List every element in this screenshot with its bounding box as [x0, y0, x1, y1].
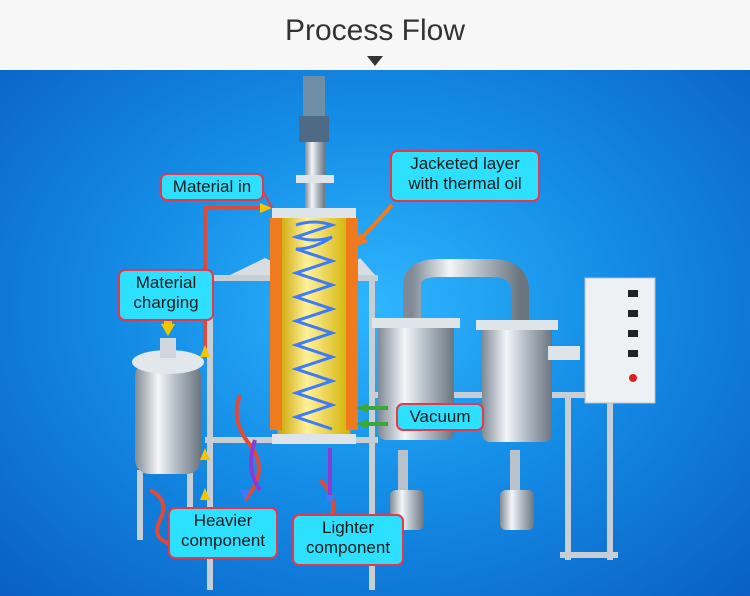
- heavier-component-line1: Heavier: [193, 511, 253, 530]
- feed-tank: [132, 338, 204, 474]
- vacuum-arrows: [356, 403, 388, 429]
- page-title: Process Flow: [284, 14, 466, 47]
- arrow-left-icon: [356, 403, 368, 413]
- heating-coil: [291, 220, 337, 431]
- down-arrow-icon: [367, 56, 383, 66]
- callout-heavier-component: Heavier component: [168, 507, 278, 559]
- condenser-right: [476, 320, 558, 442]
- callout-vacuum: Vacuum: [396, 403, 484, 431]
- callout-material-in: Material in: [160, 173, 264, 201]
- arrow-down-icon: [325, 495, 335, 505]
- control-cabinet: [584, 277, 656, 404]
- arrow-up-icon: [200, 345, 210, 357]
- receiver-right: [500, 450, 534, 530]
- jacket-left: [270, 218, 282, 430]
- material-charging-line1: Material: [135, 273, 197, 292]
- callout-material-charging: Material charging: [118, 269, 214, 321]
- lighter-component-line1: Lighter: [322, 518, 374, 537]
- arrow-up-icon: [200, 448, 210, 460]
- condenser-outlet: [548, 346, 580, 360]
- material-in-label: Material in: [172, 177, 252, 196]
- callout-jacketed-layer: Jacketed layer with thermal oil: [390, 150, 540, 202]
- arrow-left-icon: [356, 419, 368, 429]
- jacketed-layer-line2: with thermal oil: [408, 174, 522, 193]
- jacket-right: [346, 218, 358, 430]
- vacuum-label: Vacuum: [409, 407, 471, 426]
- heavier-component-line2: component: [180, 531, 266, 550]
- callout-lighter-component: Lighter component: [292, 514, 404, 566]
- arrow-right-icon: [260, 203, 272, 213]
- material-charging-line2: charging: [133, 293, 199, 312]
- flow-arrows: [161, 203, 272, 500]
- agitator-motor: [296, 76, 334, 212]
- arrow-up-icon: [200, 488, 210, 500]
- jacketed-layer-line1: Jacketed layer: [410, 154, 520, 173]
- arrow-down-icon: [240, 490, 250, 500]
- vapor-pipe: [403, 259, 529, 320]
- lighter-component-line2: component: [305, 538, 391, 557]
- discharge-arrows: [240, 490, 335, 505]
- vacuum-lines: [249, 439, 332, 500]
- arrow-down-icon: [161, 324, 175, 336]
